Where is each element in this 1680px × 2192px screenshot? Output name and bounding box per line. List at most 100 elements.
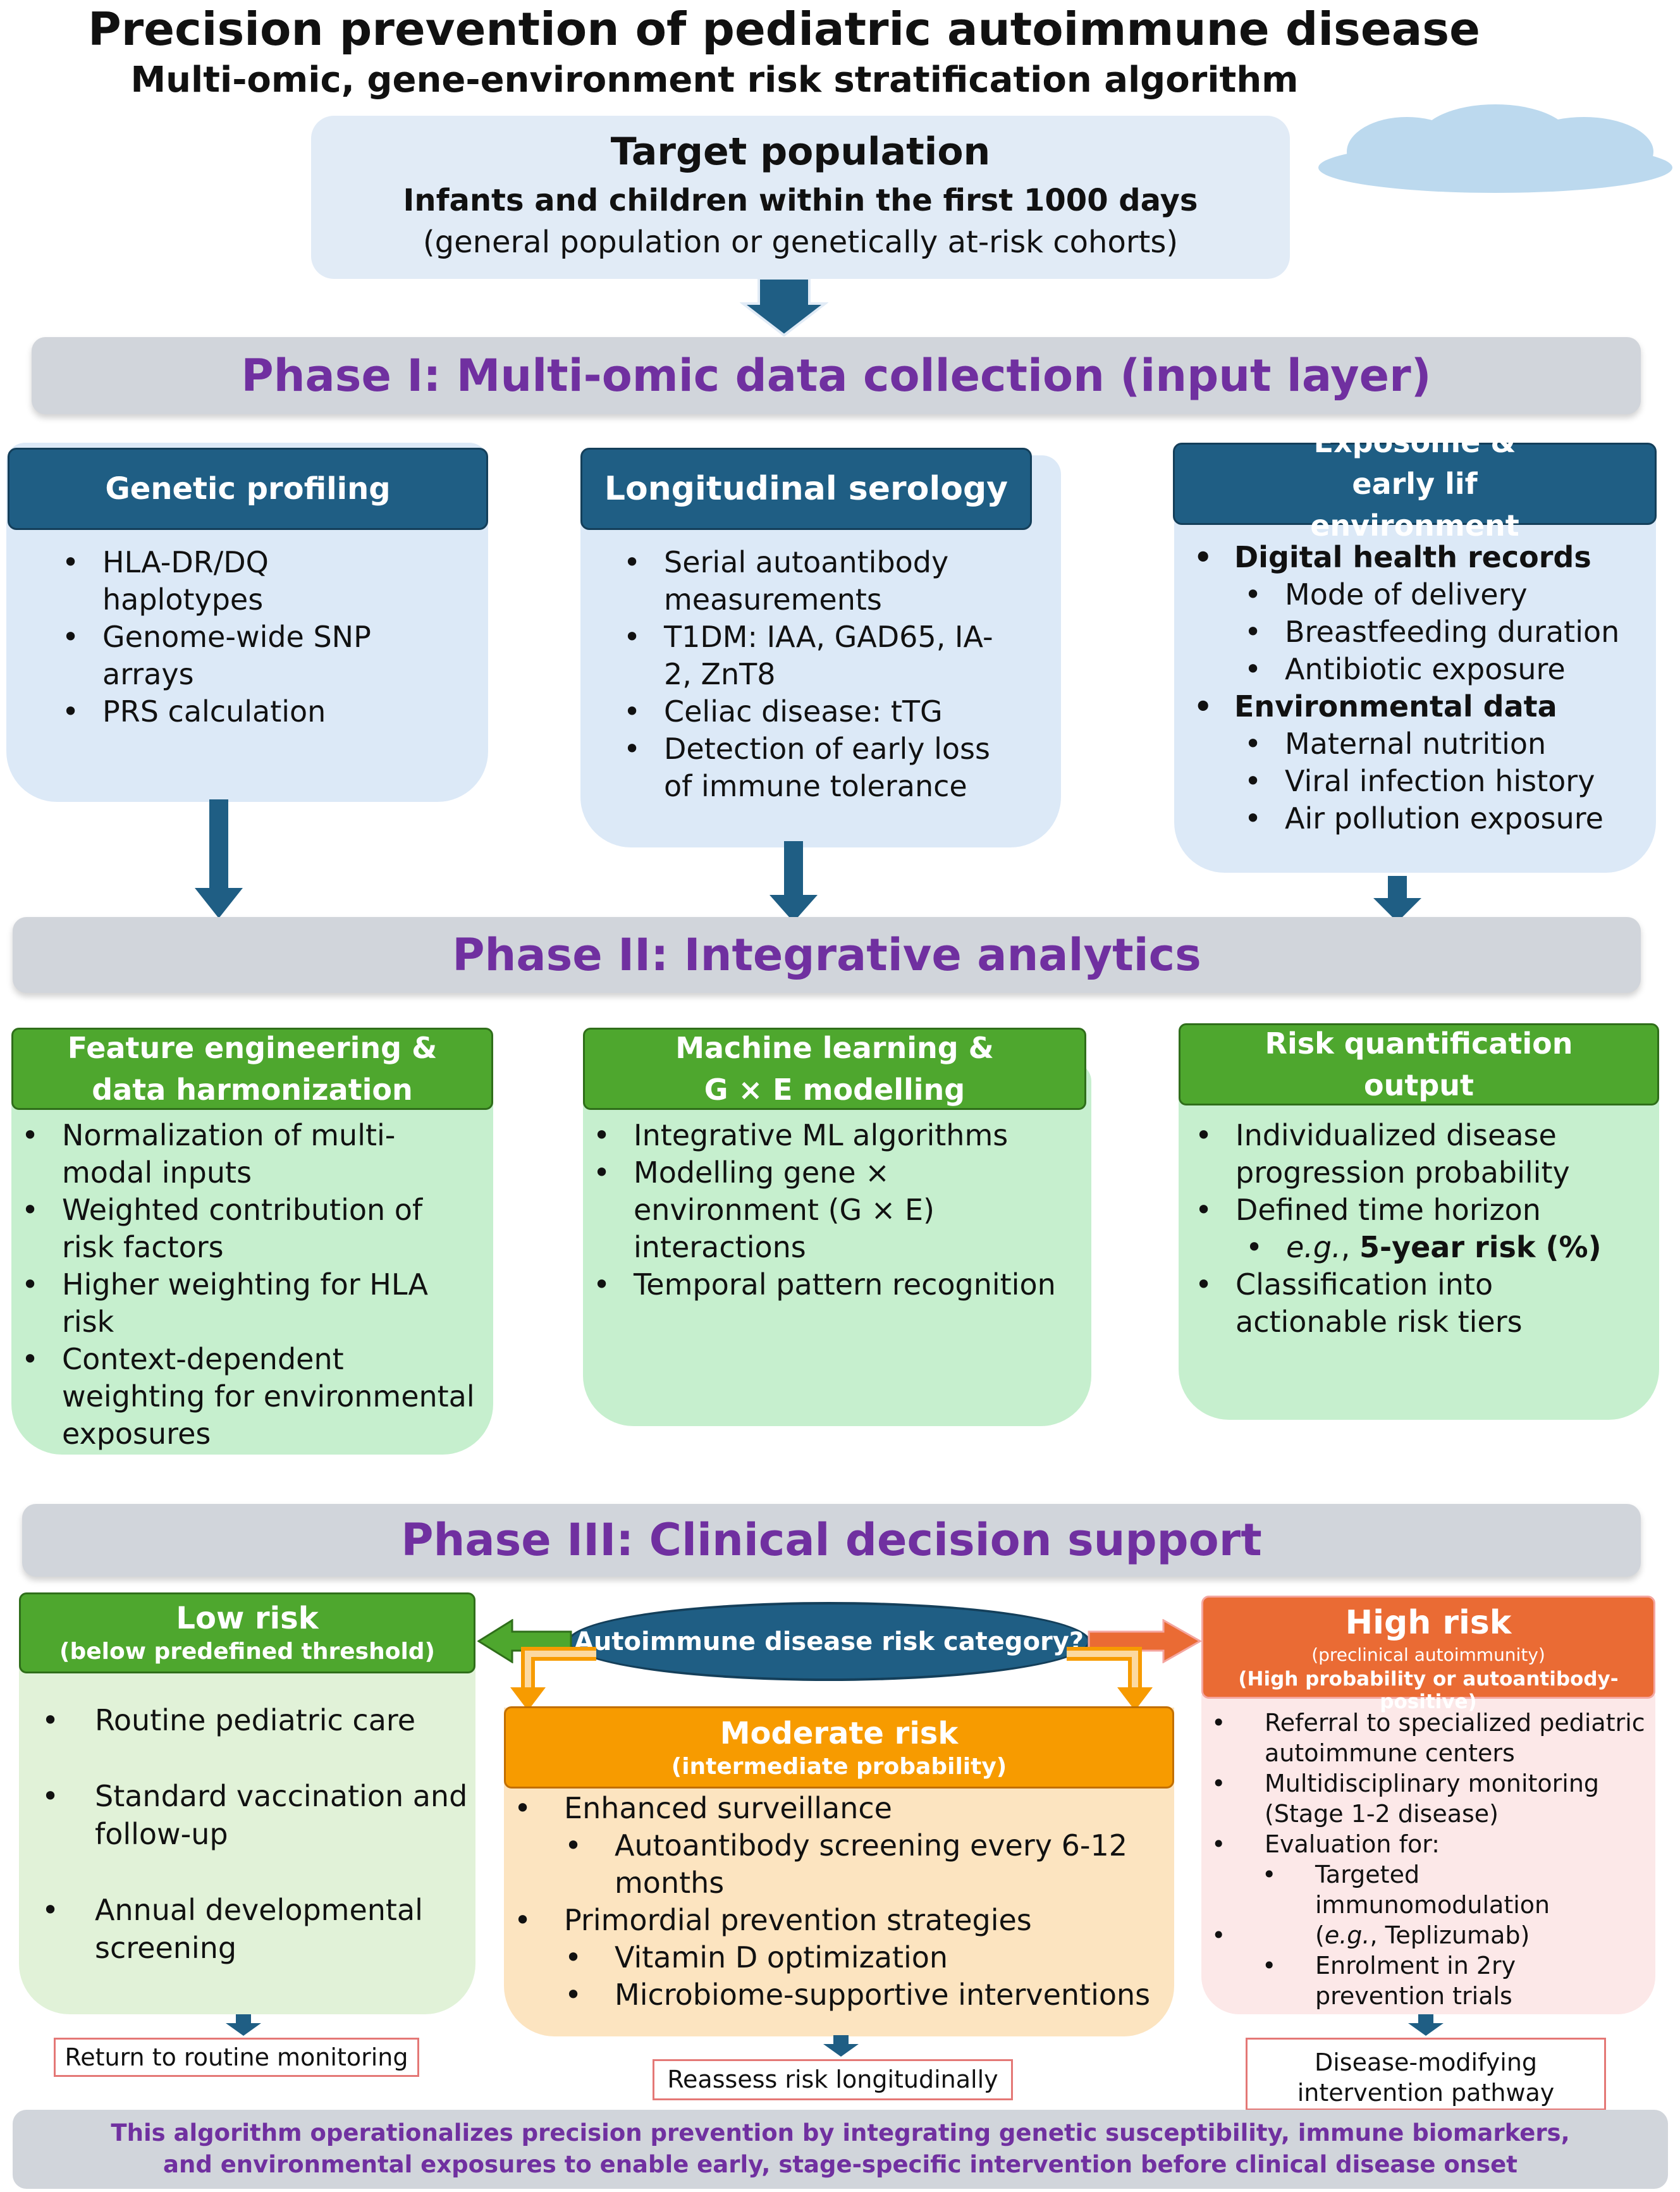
list-item: Classification into actionable risk tier…	[1185, 1266, 1653, 1341]
teplizumab-text: , Teplizumab)	[1370, 1921, 1530, 1949]
eg-text: e.g.	[1286, 1230, 1341, 1264]
comma-text: ,	[1340, 1230, 1359, 1264]
list-item: PRS calculation	[52, 693, 406, 730]
feature-header-line1: Feature engineering &	[67, 1031, 438, 1065]
list-item: Higher weighting for HLA risk	[11, 1266, 479, 1341]
moderate-risk-card: Enhanced surveillance Autoantibody scree…	[504, 1708, 1174, 2036]
arrow-down-icon	[769, 841, 818, 922]
list-item: Referral to specialized pediatric autoim…	[1201, 1708, 1650, 1768]
list-item: Viral infection history	[1184, 763, 1652, 800]
page-title: Precision prevention of pediatric autoim…	[87, 3, 1480, 56]
list-item: Genome-wide SNP arrays	[52, 619, 406, 693]
moderate-risk-outcome: Reassess risk longitudinally	[653, 2059, 1013, 2100]
arrow-down-icon	[1373, 876, 1421, 922]
footer-text: This algorithm operationalizes precision…	[111, 2119, 1570, 2178]
low-risk-subtitle: (below predefined threshold)	[59, 1639, 436, 1665]
phase3-title: Phase III: Clinical decision support	[401, 1514, 1262, 1566]
ml-header-line2: G × E modelling	[704, 1073, 966, 1107]
list-item: Modelling gene × environment (G × E) int…	[583, 1154, 1082, 1266]
list-item: Multidisciplinary monitoring (Stage 1-2 …	[1201, 1768, 1650, 1829]
eg-text: e.g.	[1324, 1921, 1370, 1949]
high-risk-outcome: Disease-modifying intervention pathway	[1246, 2038, 1606, 2110]
arrow-down-left-icon	[510, 1647, 596, 1711]
high-risk-list: Referral to specialized pediatric autoim…	[1201, 1708, 1650, 2011]
phase2-bar: Phase II: Integrative analytics	[13, 917, 1641, 993]
low-risk-card: Routine pediatric care Standard vaccinat…	[19, 1632, 475, 2014]
arrow-down-icon	[226, 2014, 261, 2036]
list-item: Breastfeeding duration	[1184, 613, 1652, 651]
list-item: Targeted immunomodulation	[1201, 1859, 1650, 1920]
moderate-risk-list: Enhanced surveillance Autoantibody scree…	[504, 1790, 1162, 2014]
target-note: (general population or genetically at-ri…	[422, 225, 1179, 260]
ml-header-line1: Machine learning &	[675, 1031, 994, 1065]
risk-card: Individualized disease progression proba…	[1179, 1062, 1659, 1420]
list-item: Weighted contribution of risk factors	[11, 1191, 479, 1266]
moderate-risk-title: Moderate risk	[720, 1716, 959, 1751]
list-item: Microbiome-supportive interventions	[504, 1976, 1162, 2014]
high-risk-subtitle2: (High probability or autoantibody-positi…	[1238, 1668, 1619, 1713]
ml-header: Machine learning & G × E modelling	[583, 1028, 1086, 1110]
high-risk-outcome-label: Disease-modifying intervention pathway	[1297, 2048, 1555, 2107]
list-item: Detection of early loss of immune tolera…	[613, 730, 1018, 805]
list-item: T1DM: IAA, GAD65, IA-2, ZnT8	[613, 619, 1018, 693]
high-risk-subtitle1: (preclinical autoimmunity)	[1311, 1644, 1545, 1665]
serology-header: Longitudinal serology	[580, 448, 1032, 530]
serology-list: Serial autoantibody measurements T1DM: I…	[613, 544, 1018, 805]
genetic-list: HLA-DR/DQ haplotypes Genome-wide SNP arr…	[52, 544, 406, 730]
arrow-down-icon	[195, 799, 243, 918]
high-risk-title: High risk	[1345, 1604, 1512, 1642]
ml-list: Integrative ML algorithms Modelling gene…	[583, 1117, 1082, 1303]
phase1-bar: Phase I: Multi-omic data collection (inp…	[32, 337, 1641, 414]
list-item: Routine pediatric care	[32, 1701, 468, 1739]
phase2-title: Phase II: Integrative analytics	[452, 929, 1201, 981]
risk-category-decision: Autoimmune disease risk category?	[568, 1602, 1090, 1681]
risk-header: Risk quantification output	[1179, 1023, 1659, 1105]
paren-text: (	[1315, 1921, 1325, 1949]
list-item: Vitamin D optimization	[504, 1939, 1162, 1976]
ml-card: Integrative ML algorithms Modelling gene…	[583, 1062, 1091, 1426]
five-year-risk-text: 5-year risk (%)	[1359, 1230, 1602, 1264]
list-item: Antibiotic exposure	[1184, 651, 1652, 688]
list-item: Maternal nutrition	[1184, 725, 1652, 763]
phase1-title: Phase I: Multi-omic data collection (inp…	[241, 350, 1432, 402]
target-title: Target population	[610, 130, 991, 174]
list-item: Enrolment in 2ry prevention trials	[1201, 1950, 1650, 2011]
list-item: Mode of delivery	[1184, 576, 1652, 613]
list-item: Annual developmental screening	[32, 1891, 468, 1967]
exposome-card: Digital health records Mode of delivery …	[1174, 481, 1656, 873]
list-item: Autoantibody screening every 6-12 months	[504, 1827, 1162, 1902]
moderate-risk-header: Moderate risk (intermediate probability)	[504, 1706, 1174, 1789]
list-item: Digital health records	[1184, 539, 1652, 576]
serology-header-label: Longitudinal serology	[604, 470, 1009, 508]
phase3-bar: Phase III: Clinical decision support	[22, 1504, 1641, 1577]
list-item: Serial autoantibody measurements	[613, 544, 1018, 619]
risk-header-line1: Risk quantification	[1265, 1026, 1573, 1061]
arrow-down-icon	[823, 2035, 859, 2057]
feature-header-line2: data harmonization	[92, 1073, 413, 1107]
list-item: Environmental data	[1184, 688, 1652, 725]
list-item: Defined time horizon	[1185, 1191, 1653, 1229]
genetic-header-label: Genetic profiling	[105, 471, 391, 507]
list-item: Temporal pattern recognition	[583, 1266, 1082, 1303]
list-item: Individualized disease progression proba…	[1185, 1117, 1653, 1191]
target-description: Infants and children within the first 10…	[403, 183, 1198, 218]
low-risk-title: Low risk	[176, 1601, 319, 1636]
low-risk-outcome: Return to routine monitoring	[54, 2038, 419, 2077]
exposome-header: Exposome & early lif environment	[1173, 425, 1657, 543]
feature-header: Feature engineering & data harmonization	[11, 1028, 493, 1110]
list-item: Air pollution exposure	[1184, 800, 1652, 837]
list-item: e.g., 5-year risk (%)	[1185, 1229, 1653, 1266]
list-item: Celiac disease: tTG	[613, 693, 1018, 730]
risk-list: Individualized disease progression proba…	[1185, 1117, 1653, 1341]
low-risk-header: Low risk (below predefined threshold)	[19, 1592, 475, 1673]
feature-card: Normalization of multi-modal inputs Weig…	[11, 1062, 493, 1455]
exposome-header-label: Exposome & early lif environment	[1310, 425, 1519, 543]
list-item: Evaluation for:	[1201, 1829, 1650, 1859]
high-risk-header: High risk (preclinical autoimmunity) (Hi…	[1201, 1596, 1655, 1713]
risk-header-line2: output	[1363, 1068, 1474, 1102]
high-risk-card: Referral to specialized pediatric autoim…	[1201, 1695, 1655, 2014]
list-item: Normalization of multi-modal inputs	[11, 1117, 479, 1191]
list-item: Primordial prevention strategies	[504, 1902, 1162, 1939]
page-subtitle: Multi-omic, gene-environment risk strati…	[130, 59, 1299, 101]
target-population-box: Target population Infants and children w…	[311, 116, 1290, 279]
